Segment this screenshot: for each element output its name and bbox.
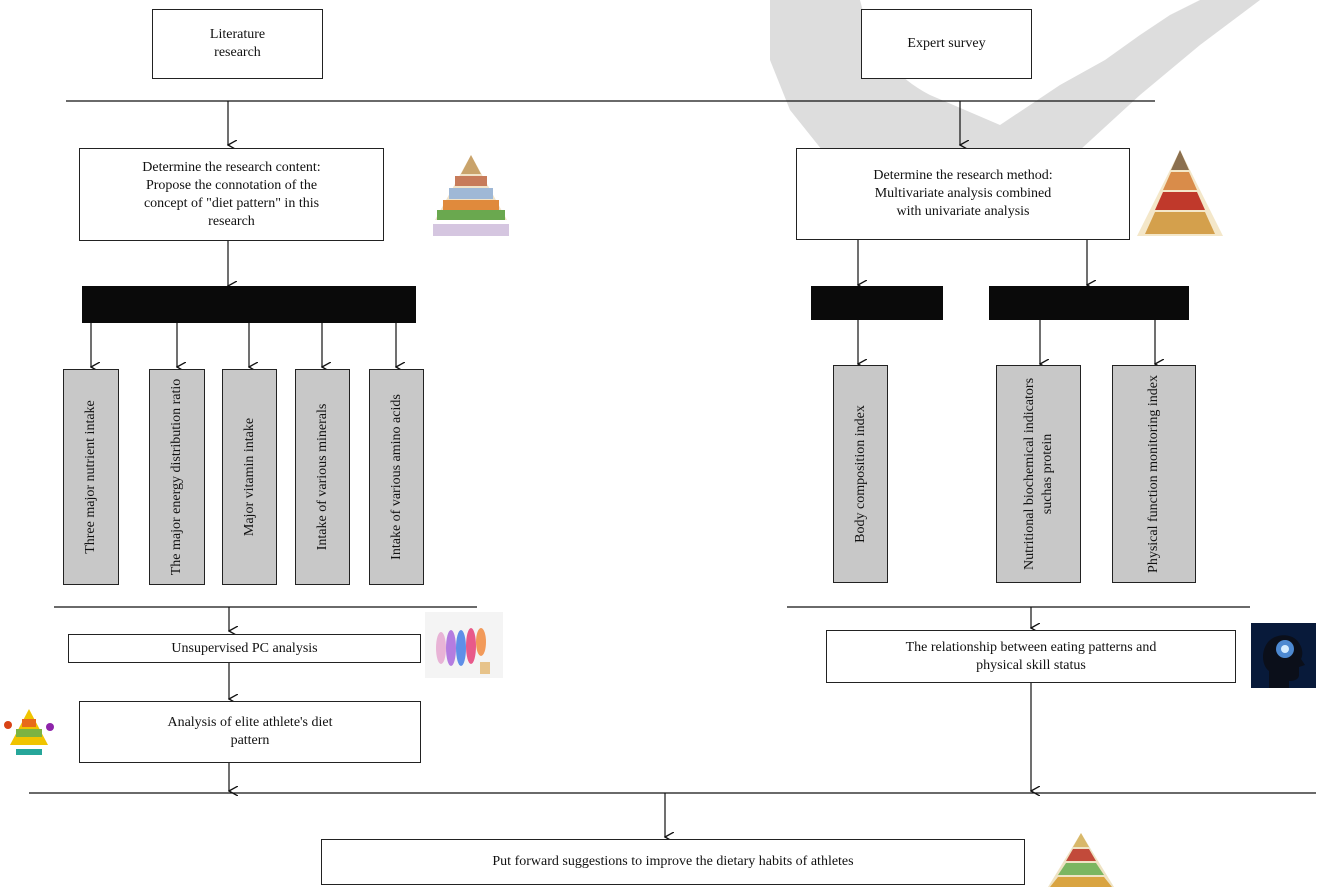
expert-survey-label: Expert survey [907, 36, 986, 51]
suggestion-label: Put forward suggestions to improve the d… [492, 854, 854, 869]
column-label: Nutritional biochemical indicators sucha… [1021, 377, 1055, 571]
food-pyramid-icon [425, 150, 517, 240]
research-content-line: concept of "diet pattern" in this [143, 195, 320, 211]
pc-analysis-label: Unsupervised PC analysis [171, 640, 318, 656]
suggestion-box: Put forward suggestions to improve the d… [321, 839, 1025, 885]
column-box-vitamin: Major vitamin intake [222, 369, 277, 585]
column-box-nutrient: Three major nutrient intake [63, 369, 119, 585]
literature-label-line2: research [214, 45, 261, 60]
column-box-energy: The major energy distribution ratio [149, 369, 205, 585]
food-pyramid-icon [1044, 829, 1118, 889]
research-method-line: Determine the research method: [873, 168, 1053, 183]
colorful-pca-icon [425, 612, 503, 678]
relationship-line: physical skill status [976, 657, 1086, 673]
right-category-bar-2 [989, 286, 1189, 320]
pc-analysis-box: Unsupervised PC analysis [68, 634, 421, 663]
research-content-line: research [208, 213, 255, 229]
column-label: Intake of various amino acids [388, 394, 404, 560]
column-box-minerals: Intake of various minerals [295, 369, 350, 585]
expert-survey-box: Expert survey [861, 9, 1032, 79]
elite-analysis-line: Analysis of elite athlete's diet [167, 715, 333, 730]
column-label: Three major nutrient intake [83, 400, 98, 554]
right-category-bar-1 [811, 286, 943, 320]
elite-analysis-line: pattern [230, 733, 270, 748]
column-box-biochemical: Nutritional biochemical indicators sucha… [996, 365, 1081, 583]
column-label: Major vitamin intake [241, 417, 257, 537]
relationship-box: The relationship between eating patterns… [826, 630, 1236, 683]
column-label: The major energy distribution ratio [169, 378, 184, 576]
column-label: Body composition index [852, 405, 868, 543]
keto-diet-pyramid-icon [2, 705, 56, 763]
research-content-line: Propose the connotation of the [145, 177, 318, 193]
left-category-bar [82, 286, 416, 323]
column-label: Intake of various minerals [314, 403, 330, 551]
literature-research-box: Literature research [152, 9, 323, 79]
column-box-body-composition: Body composition index [833, 365, 888, 583]
research-content-line: Determine the research content: [142, 159, 321, 175]
column-box-amino: Intake of various amino acids [369, 369, 424, 585]
research-method-line: with univariate analysis [896, 204, 1030, 219]
column-label: Physical function monitoring index [1146, 375, 1161, 573]
relationship-line: The relationship between eating patterns… [905, 639, 1157, 655]
brain-head-icon [1251, 623, 1316, 688]
column-box-physical-function: Physical function monitoring index [1112, 365, 1196, 583]
food-pyramid-icon [1135, 148, 1225, 240]
research-method-line: Multivariate analysis combined [874, 186, 1052, 201]
research-method-box: Determine the research method: Multivari… [796, 148, 1130, 240]
research-content-box: Determine the research content: Propose … [79, 148, 384, 241]
literature-label-line1: Literature [209, 27, 266, 42]
elite-analysis-box: Analysis of elite athlete's diet pattern [79, 701, 421, 763]
